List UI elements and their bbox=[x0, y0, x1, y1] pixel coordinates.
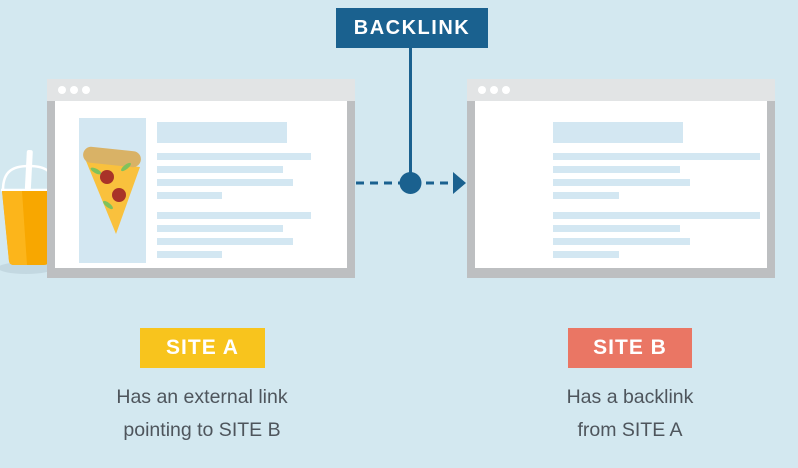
juice-cup-icon bbox=[0, 149, 57, 274]
window-dot-icon bbox=[490, 86, 498, 94]
site-b-caption-line1: Has a backlink bbox=[566, 386, 694, 408]
text-placeholder-line bbox=[157, 166, 283, 173]
site-b-titlebar bbox=[467, 79, 775, 101]
text-placeholder-line bbox=[157, 212, 311, 219]
site-a-window bbox=[47, 79, 355, 278]
site-b-window bbox=[467, 79, 775, 278]
site-a-image-panel bbox=[79, 118, 146, 263]
site-a-caption-line1: Has an external link bbox=[116, 386, 288, 408]
site-a-page bbox=[55, 101, 347, 268]
text-placeholder-line bbox=[553, 225, 680, 232]
site-b-caption: Has a backlink from SITE A bbox=[517, 381, 743, 447]
site-a-tag: SITE A bbox=[140, 328, 265, 368]
text-placeholder-line bbox=[157, 192, 222, 199]
text-placeholder-line bbox=[157, 179, 293, 186]
text-placeholder-line bbox=[157, 251, 222, 258]
site-b-page bbox=[475, 101, 767, 268]
text-placeholder-heading bbox=[553, 122, 683, 143]
text-placeholder-line bbox=[553, 251, 619, 258]
window-dot-icon bbox=[70, 86, 78, 94]
site-b-tag: SITE B bbox=[568, 328, 692, 368]
text-placeholder-heading bbox=[157, 122, 287, 143]
window-dot-icon bbox=[478, 86, 486, 94]
text-placeholder-line bbox=[157, 153, 311, 160]
site-a-caption: Has an external link pointing to SITE B bbox=[89, 381, 315, 447]
text-placeholder-line bbox=[157, 225, 283, 232]
backlink-label: BACKLINK bbox=[336, 8, 488, 48]
window-dot-icon bbox=[502, 86, 510, 94]
text-placeholder-line bbox=[553, 192, 619, 199]
text-placeholder-line bbox=[553, 179, 690, 186]
text-placeholder-line bbox=[553, 166, 680, 173]
site-a-caption-line2: pointing to SITE B bbox=[123, 419, 281, 441]
window-dot-icon bbox=[58, 86, 66, 94]
window-dot-icon bbox=[82, 86, 90, 94]
text-placeholder-line bbox=[553, 212, 760, 219]
pizza-slice-icon bbox=[83, 146, 141, 234]
text-placeholder-line bbox=[157, 238, 293, 245]
text-placeholder-line bbox=[553, 153, 760, 160]
text-placeholder-line bbox=[553, 238, 690, 245]
site-b-caption-line2: from SITE A bbox=[577, 419, 683, 441]
site-a-titlebar bbox=[47, 79, 355, 101]
